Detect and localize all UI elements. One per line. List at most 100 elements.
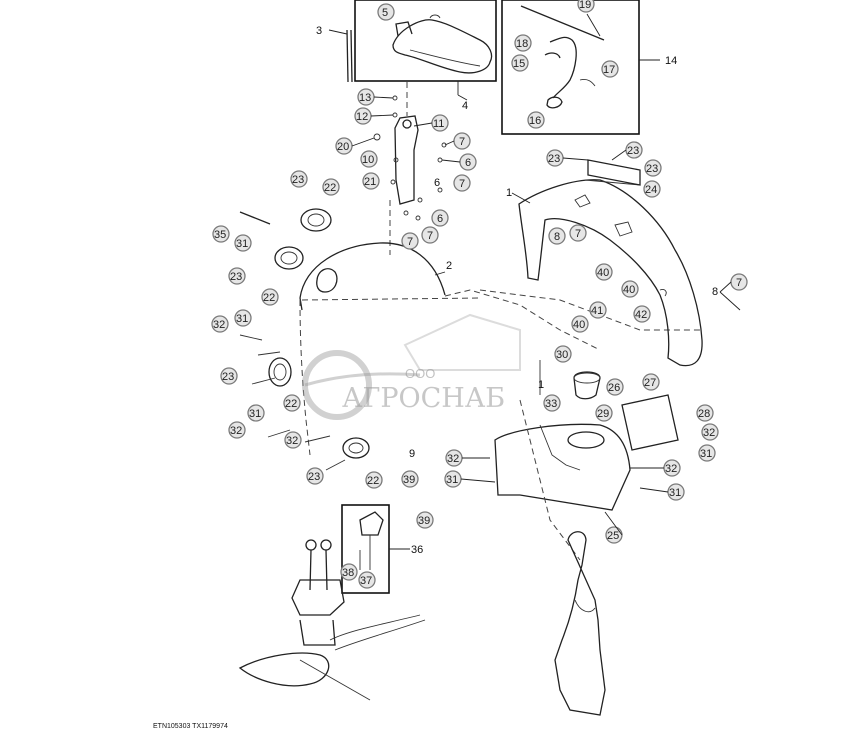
watermark-brand: АГРОСНАБ (342, 383, 505, 414)
svg-text:16: 16 (529, 115, 541, 127)
callout-8a: 8 (548, 227, 566, 245)
svg-text:38: 38 (342, 567, 354, 579)
svg-text:30: 30 (556, 349, 568, 361)
callout-37: 37 (358, 571, 376, 589)
ring-22d (342, 437, 370, 459)
hood-part-1 (518, 159, 703, 367)
callout-35: 35 (212, 225, 230, 243)
svg-text:23: 23 (230, 271, 242, 283)
svg-text:23: 23 (308, 471, 320, 483)
callout-11: 11 (431, 114, 449, 132)
svg-text:31: 31 (236, 313, 248, 325)
callout-40b: 40 (621, 280, 639, 298)
callout-31c: 31 (698, 444, 716, 462)
svg-text:32: 32 (703, 427, 715, 439)
svg-text:31: 31 (236, 238, 248, 250)
svg-text:39: 39 (403, 474, 415, 486)
joystick-assembly-left (238, 539, 426, 701)
callout-7f: 7 (730, 273, 748, 291)
svg-text:17: 17 (603, 64, 615, 76)
svg-text:22: 22 (263, 292, 275, 304)
label-3: 3 (316, 25, 322, 37)
callout-27: 27 (642, 373, 660, 391)
console-part-25 (494, 399, 631, 561)
svg-text:23: 23 (627, 145, 639, 157)
watermark-company: ООО (405, 366, 435, 381)
callout-23c: 23 (644, 159, 662, 177)
box-part-4 (354, 0, 497, 101)
callout-23a: 23 (546, 149, 564, 167)
joystick-lever-right (554, 531, 606, 716)
callout-22a: 22 (322, 178, 340, 196)
callout-21: 21 (362, 172, 380, 190)
svg-text:6: 6 (465, 157, 471, 169)
callout-24: 24 (643, 180, 661, 198)
ring-22b (274, 246, 304, 270)
svg-text:23: 23 (292, 174, 304, 186)
svg-text:21: 21 (364, 176, 376, 188)
svg-text:29: 29 (597, 408, 609, 420)
svg-text:7: 7 (407, 236, 413, 248)
callout-22c: 22 (283, 394, 301, 412)
label-2: 2 (446, 260, 452, 272)
svg-text:24: 24 (645, 184, 657, 196)
small-screws-left (239, 334, 346, 471)
rod-part-3 (328, 29, 353, 83)
callout-20: 20 (335, 137, 353, 155)
svg-text:40: 40 (623, 284, 635, 296)
svg-text:7: 7 (427, 230, 433, 242)
callout-23e: 23 (228, 267, 246, 285)
callout-23b: 23 (625, 141, 643, 159)
svg-text:31: 31 (249, 408, 261, 420)
leader-lines (351, 96, 741, 536)
callout-39a: 39 (401, 470, 419, 488)
callout-16: 16 (527, 111, 545, 129)
callout-38: 38 (340, 563, 358, 581)
callout-19: 19 (577, 0, 595, 13)
bracket-part-11 (389, 82, 419, 255)
callout-31f: 31 (667, 483, 685, 501)
callout-23f: 23 (220, 367, 238, 385)
callout-28: 28 (696, 404, 714, 422)
svg-text:31: 31 (446, 474, 458, 486)
svg-text:11: 11 (433, 118, 444, 130)
svg-text:5: 5 (382, 7, 388, 19)
svg-text:23: 23 (548, 153, 560, 165)
callout-29: 29 (595, 404, 613, 422)
svg-text:20: 20 (337, 141, 349, 153)
callout-32f: 32 (663, 459, 681, 477)
callout-31b: 31 (234, 309, 252, 327)
callout-7a: 7 (453, 132, 471, 150)
svg-text:22: 22 (367, 475, 379, 487)
label-9: 9 (409, 448, 415, 460)
svg-text:7: 7 (736, 277, 742, 289)
svg-text:22: 22 (324, 182, 336, 194)
bracket-part-36 (359, 511, 384, 570)
svg-text:32: 32 (286, 435, 298, 447)
label-1b: 1 (538, 379, 544, 391)
callout-23g: 23 (306, 467, 324, 485)
svg-text:41: 41 (591, 305, 603, 317)
svg-text:42: 42 (635, 309, 647, 321)
callout-32e: 32 (445, 449, 463, 467)
callout-17: 17 (601, 60, 619, 78)
callout-42: 42 (633, 305, 651, 323)
callout-22d: 22 (365, 471, 383, 489)
callout-7b: 7 (453, 174, 471, 192)
callout-40a: 40 (595, 263, 613, 281)
callout-5: 5 (377, 3, 395, 21)
svg-text:35: 35 (214, 229, 226, 241)
svg-text:23: 23 (222, 371, 234, 383)
callout-23d: 23 (290, 170, 308, 188)
callout-33: 33 (543, 394, 561, 412)
wire-harness-part (520, 5, 605, 109)
callout-15: 15 (511, 54, 529, 72)
svg-text:32: 32 (447, 453, 459, 465)
figure-reference: ETN105303 TX1179974 (153, 723, 228, 730)
label-box-4: 4 (462, 100, 468, 112)
box-part-14 (501, 0, 660, 135)
callout-32c: 32 (228, 421, 246, 439)
svg-text:15: 15 (513, 58, 525, 70)
callout-12: 12 (354, 107, 372, 125)
